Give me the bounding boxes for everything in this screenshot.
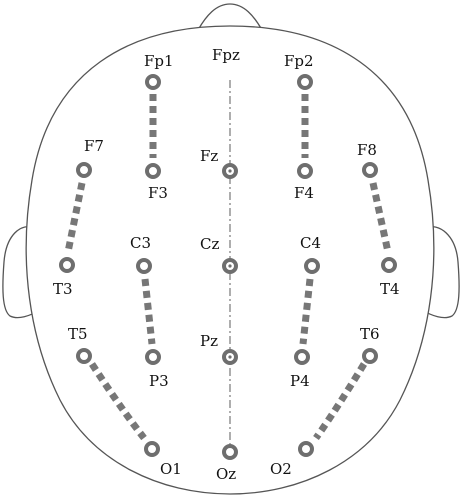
label-f3: F3 [148,184,168,202]
electrode-fpz: Fpz [212,46,240,64]
label-p3: P3 [149,372,169,390]
electrode-fp1: Fp1 [144,52,174,90]
electrode-cz: Cz [200,235,238,274]
label-o2: O2 [270,460,292,478]
label-f8: F8 [357,141,377,159]
label-fz: Fz [200,147,218,165]
link-c3-p3 [141,278,156,345]
label-c4: C4 [300,234,321,252]
link-t5-o1 [89,362,147,441]
electrode-oz: Oz [216,444,238,483]
electrode-p4: P4 [290,349,310,390]
electrode-t5: T5 [68,325,92,364]
electrode-pz: Pz [200,332,238,365]
label-f7: F7 [84,137,104,155]
electrode-p3: P3 [145,349,169,390]
electrode-o2: O2 [270,441,314,478]
electrode-t4: T4 [380,257,400,298]
electrode-t3: T3 [53,257,75,298]
electrode-fz: Fz [200,147,238,179]
label-t5: T5 [68,325,88,343]
label-t6: T6 [360,325,380,343]
link-t6-o2 [313,362,367,441]
label-fp1: Fp1 [144,52,174,70]
electrode-f3: F3 [145,163,168,202]
label-p4: P4 [290,372,310,390]
electrodes: Fp1 Fpz Fp2 F7 F3 Fz F4 F8 T3 C3 Cz C4 T… [53,46,400,483]
electrode-c3: C3 [130,234,152,274]
label-cz: Cz [200,235,219,253]
label-c3: C3 [130,234,151,252]
label-t4: T4 [380,280,400,298]
electrode-fp2: Fp2 [284,52,314,90]
electrode-f7: F7 [76,137,104,178]
electrode-o1: O1 [144,441,182,478]
electrode-c4: C4 [300,234,321,274]
label-t3: T3 [53,280,73,298]
label-f4: F4 [294,184,314,202]
electrode-f8: F8 [357,141,378,178]
electrode-f4: F4 [294,163,314,202]
links [64,94,392,441]
label-o1: O1 [160,460,182,478]
label-fpz: Fpz [212,46,240,64]
label-oz: Oz [216,465,236,483]
link-c4-p4 [299,278,314,345]
electrode-t6: T6 [360,325,380,364]
nose [196,3,264,31]
label-pz: Pz [200,332,218,350]
label-fp2: Fp2 [284,52,314,70]
